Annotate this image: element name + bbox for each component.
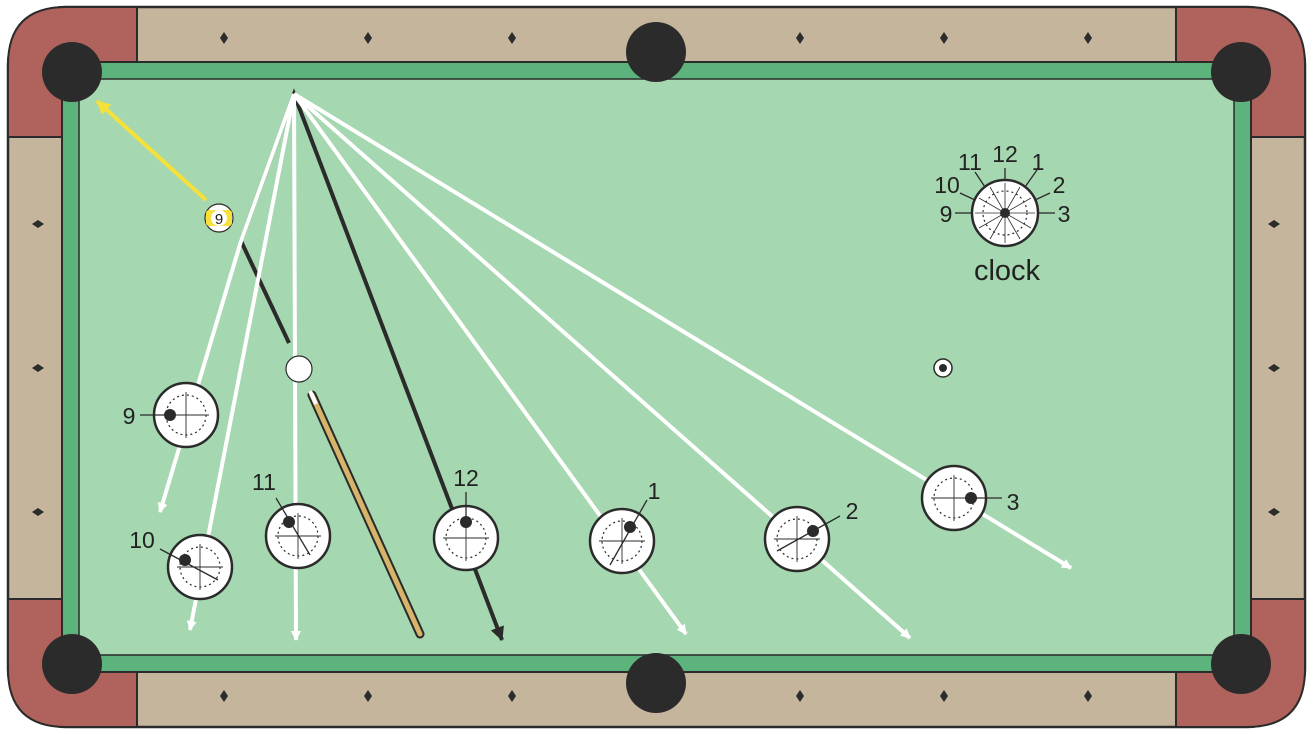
- clock-label-3: 3: [1058, 201, 1071, 227]
- clock-label-9: 9: [940, 201, 953, 227]
- tip-label-3: 3: [1007, 489, 1020, 515]
- clock-title: clock: [974, 255, 1041, 287]
- tip-label-12: 12: [453, 465, 479, 491]
- pocket-icon: [42, 634, 102, 694]
- pocket-icon: [1211, 42, 1271, 102]
- tip-label-2: 2: [846, 498, 859, 524]
- clock-label-2: 2: [1053, 172, 1066, 198]
- spot-marker-icon: [934, 359, 952, 377]
- pocket-icon: [626, 22, 686, 82]
- cue-ball-icon: [286, 356, 312, 382]
- clock-label-11: 11: [958, 149, 982, 175]
- clock-label-12: 12: [992, 141, 1018, 167]
- pocket-icon: [626, 653, 686, 713]
- clock-label-10: 10: [934, 172, 960, 198]
- pocket-icon: [1211, 634, 1271, 694]
- clock-label-1: 1: [1032, 149, 1045, 175]
- tip-label-11: 11: [252, 469, 276, 495]
- nine-ball-number: 9: [215, 211, 223, 228]
- tip-label-9: 9: [123, 403, 136, 429]
- table-felt: [79, 79, 1234, 655]
- nine-ball-icon: 9: [205, 204, 233, 232]
- pocket-icon: [42, 42, 102, 102]
- tip-label-1: 1: [648, 478, 661, 504]
- tip-label-10: 10: [129, 527, 155, 553]
